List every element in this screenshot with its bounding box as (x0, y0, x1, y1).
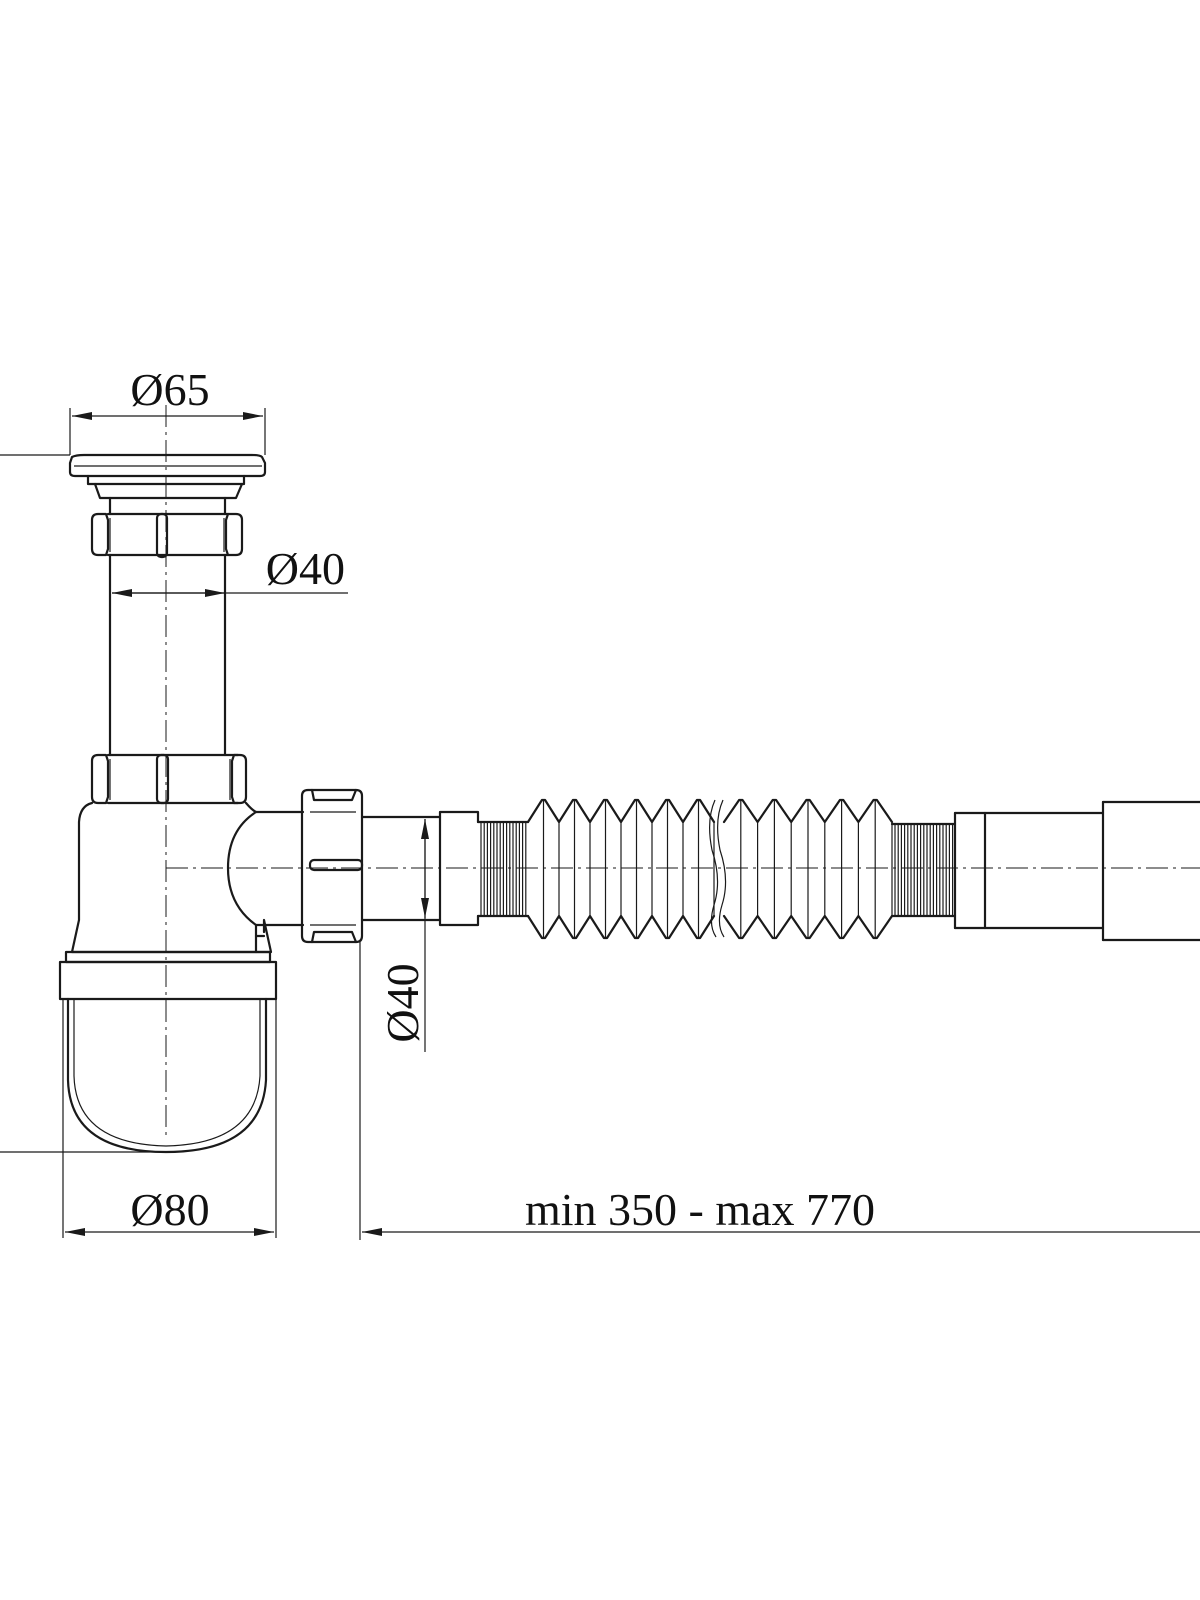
dim-tube-diameter: Ø40 (112, 543, 348, 597)
outlet-union-nut (300, 788, 364, 944)
label-outlet-diameter: Ø40 (377, 963, 428, 1042)
corrugated-hose (526, 798, 894, 940)
lower-nut (90, 753, 248, 805)
label-top-diameter: Ø65 (130, 364, 209, 415)
dim-length-range: min 350 - max 770 (359, 942, 1200, 1240)
upper-nut (90, 512, 244, 559)
label-bottle-diameter: Ø80 (130, 1184, 209, 1235)
label-tube-diameter: Ø40 (266, 543, 345, 594)
dim-outlet-diameter: Ø40 (377, 819, 429, 1052)
break-lines (709, 799, 727, 938)
thread-right (890, 811, 957, 930)
label-length-range: min 350 - max 770 (525, 1184, 875, 1235)
vertical-tube (108, 496, 227, 757)
siphon-body (58, 801, 305, 1001)
strainer-flange (68, 453, 267, 500)
siphon-bottle (66, 997, 268, 1154)
dim-bottle-diameter: Ø80 (62, 999, 277, 1238)
extension-pipe (953, 800, 1200, 942)
dim-top-diameter: Ø65 (69, 364, 266, 455)
thread-left (476, 820, 530, 918)
